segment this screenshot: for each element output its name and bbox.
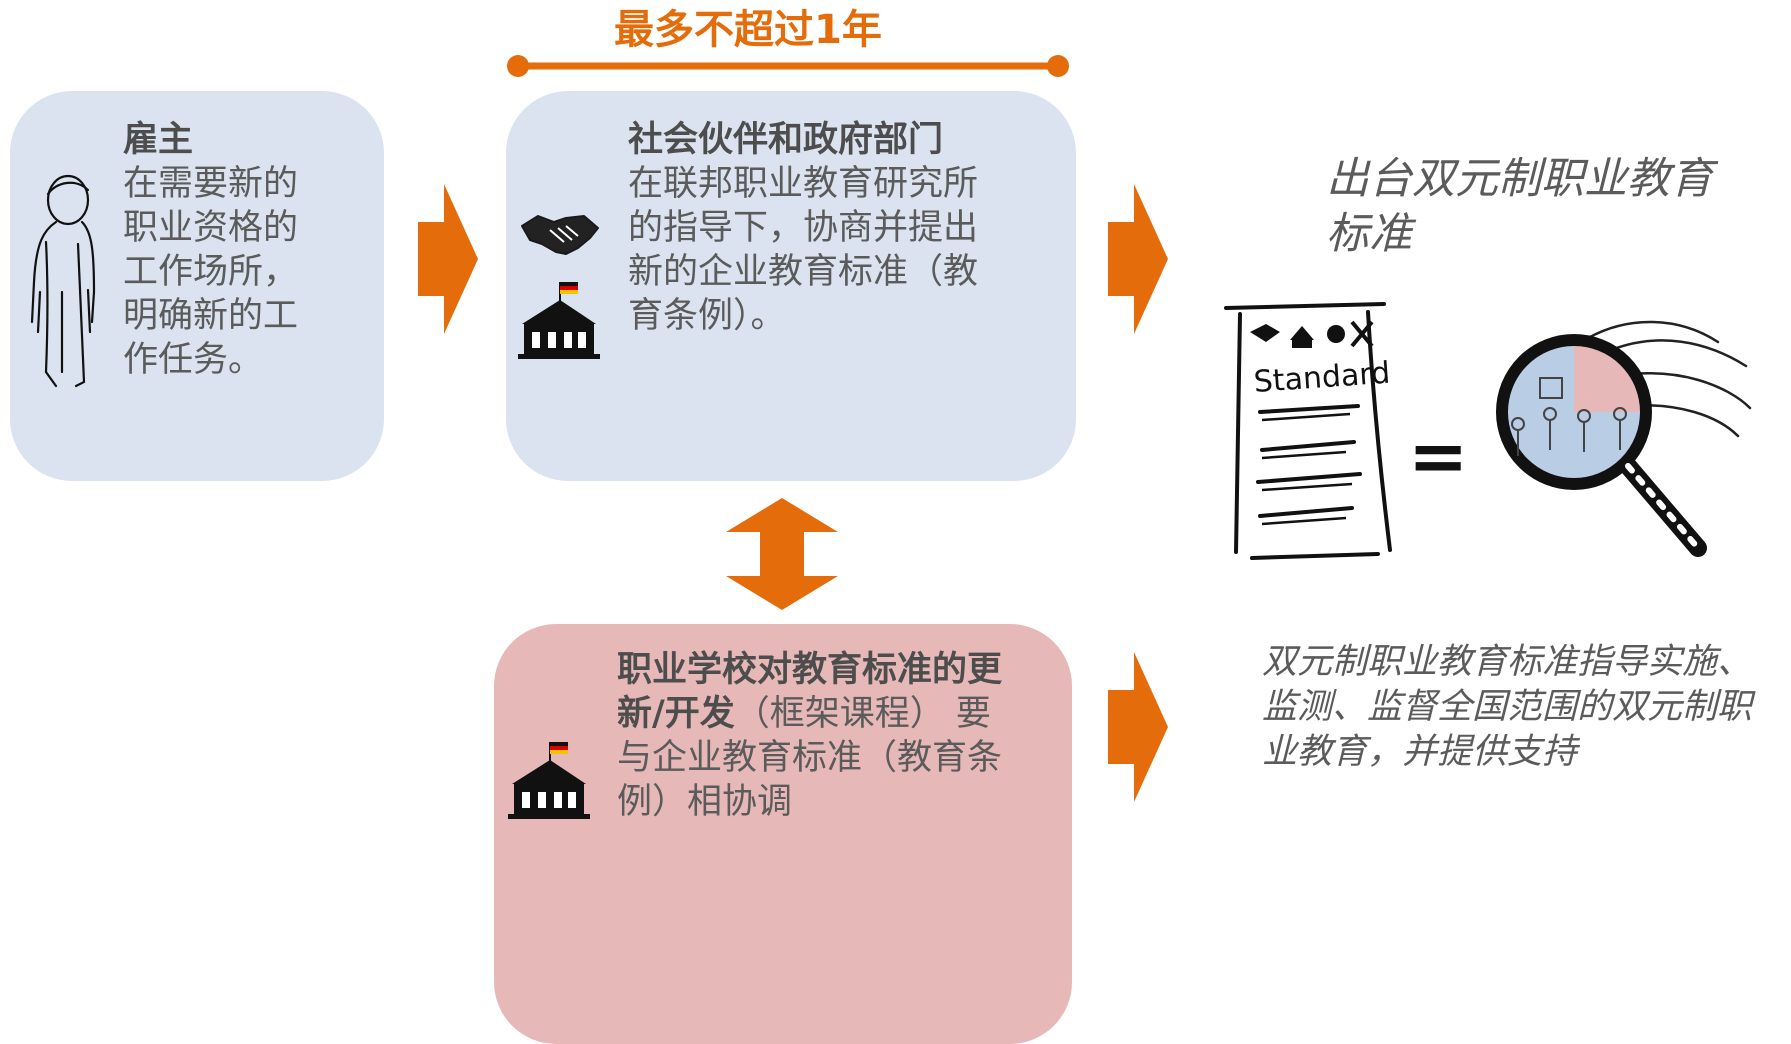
partners-title: 社会伙伴和政府部门 [628, 120, 944, 160]
document-label: Standard [1253, 356, 1392, 400]
result-title-line: 出台双元制职业教育 [1326, 154, 1713, 204]
employer-line: 职业资格的 [123, 208, 299, 248]
employer-text: 雇主 在需要新的 职业资格的 工作场所， 明确新的工 作任务。 [123, 118, 383, 382]
partners-line: 的指导下，协商并提出 [628, 208, 979, 248]
german-flag-icon [559, 282, 578, 304]
result-title-line: 标准 [1326, 209, 1412, 259]
tent-building-icon [508, 742, 590, 819]
arrow-right-icon [1108, 652, 1168, 802]
result-description: 双元制职业教育标准指导实施、 监测、监督全国范围的双元制职 业教育，并提供支持 [1262, 640, 1782, 775]
result-description-line: 业教育，并提供支持 [1262, 732, 1578, 772]
partners-line: 新的企业教育标准（教 [628, 252, 979, 292]
partners-line: 在联邦职业教育研究所 [628, 164, 979, 204]
employer-line: 在需要新的 [123, 164, 299, 204]
double-arrow-icon [726, 498, 838, 610]
employer-line: 工作场所， [123, 252, 299, 292]
schools-text: 职业学校对教育标准的更 新/开发（框架课程） 要 与企业教育标准（教育条 例）相… [617, 648, 1067, 824]
employer-line: 明确新的工 [123, 296, 299, 336]
arrow-right-icon [418, 184, 478, 334]
schools-line: 与企业教育标准（教育条 [617, 738, 1003, 778]
handshake-icon [521, 215, 599, 255]
employer-box [10, 91, 384, 481]
timeline-label: 最多不超过1年 [614, 7, 882, 53]
standard-document-icon: Standard [1224, 302, 1392, 560]
partners-text: 社会伙伴和政府部门 在联邦职业教育研究所 的指导下，协商并提出 新的企业教育标准… [628, 118, 1068, 338]
result-description-line: 监测、监督全国范围的双元制职 [1262, 687, 1753, 727]
result-title: 出台双元制职业教育 标准 [1326, 152, 1786, 262]
schools-box [494, 624, 1072, 1044]
equals-sign: = [1408, 414, 1469, 498]
partners-line: 育条例）。 [628, 296, 786, 336]
employer-title: 雇主 [123, 120, 194, 160]
schools-line: 新/开发（框架课程） 要 [617, 692, 1067, 736]
schools-line: 例）相协调 [617, 782, 793, 822]
schools-line: 职业学校对教育标准的更 [617, 650, 1003, 690]
schools-bold-phrase: 新/开发 [617, 694, 735, 734]
employer-line: 作任务。 [123, 340, 264, 380]
german-flag-icon [549, 742, 568, 764]
person-outline-icon [30, 174, 96, 388]
tent-building-icon [518, 282, 600, 359]
magnifier-icon [1496, 320, 1752, 557]
result-description-line: 双元制职业教育标准指导实施、 [1262, 642, 1753, 682]
arrow-right-icon [1108, 184, 1168, 334]
partners-box [506, 91, 1076, 481]
schools-line-rest: （框架课程） 要 [734, 694, 991, 734]
